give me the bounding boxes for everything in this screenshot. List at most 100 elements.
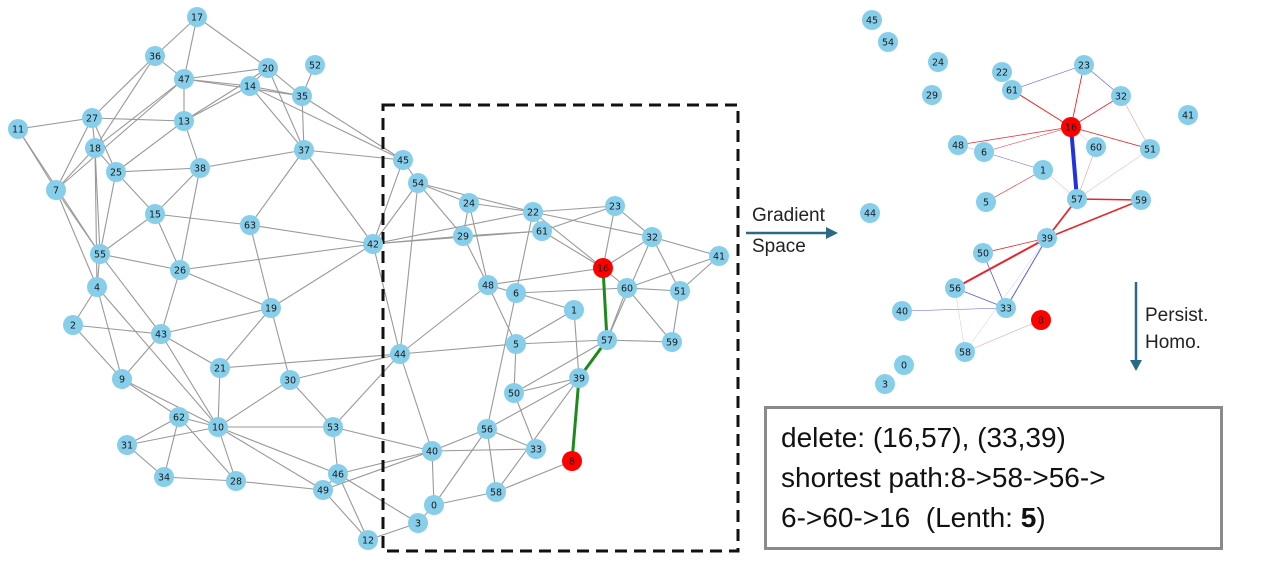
node-label: 53 xyxy=(327,423,339,434)
edge xyxy=(486,292,517,430)
node-label: 42 xyxy=(367,240,379,251)
node-circle xyxy=(169,407,189,427)
node-label: 57 xyxy=(601,336,613,347)
gradient-edge xyxy=(957,126,1072,146)
node-circle xyxy=(878,32,898,52)
graph-node: 36 xyxy=(145,46,165,66)
node-label: 13 xyxy=(178,117,190,128)
node-label: 1 xyxy=(1040,166,1046,177)
gradient-edge xyxy=(1070,64,1085,128)
node-circle xyxy=(174,69,194,89)
node-circle xyxy=(642,227,662,247)
graph-node: 51 xyxy=(670,281,690,301)
edge xyxy=(626,287,673,343)
edge xyxy=(322,489,369,541)
node-circle xyxy=(87,277,107,297)
graph-node: 37 xyxy=(294,140,314,160)
graph-node: 25 xyxy=(106,162,126,182)
gradient-label-line2: Space xyxy=(752,236,806,257)
node-label: 12 xyxy=(362,536,374,547)
node-label: 55 xyxy=(94,250,106,261)
node-circle xyxy=(1002,80,1022,100)
node-circle xyxy=(459,193,479,213)
node-circle xyxy=(974,142,994,162)
node-label: 54 xyxy=(882,38,894,49)
edge xyxy=(183,16,198,80)
edge xyxy=(267,67,305,151)
node-circle xyxy=(154,467,174,487)
graph-node: 44 xyxy=(860,203,880,223)
graph-node: 42 xyxy=(363,234,383,254)
edge xyxy=(651,236,720,257)
node-label: 41 xyxy=(713,252,725,263)
node-label: 58 xyxy=(959,348,971,359)
node-label: 48 xyxy=(482,281,494,292)
graph-node: 29 xyxy=(453,226,473,246)
node-label: 24 xyxy=(463,199,475,210)
node-circle xyxy=(226,471,246,491)
edge xyxy=(154,167,201,215)
graph-node: 40 xyxy=(892,301,912,321)
node-label: 20 xyxy=(262,64,274,75)
node-label: 8 xyxy=(569,457,575,468)
gradient-edge xyxy=(964,319,1042,353)
graph-node: 56 xyxy=(945,278,965,298)
node-circle xyxy=(875,374,895,394)
node-circle xyxy=(709,246,729,266)
node-label: 61 xyxy=(536,227,548,238)
node-label: 26 xyxy=(174,266,186,277)
edge xyxy=(541,205,616,232)
node-circle xyxy=(564,300,584,320)
node-circle xyxy=(151,324,171,344)
node-label: 43 xyxy=(155,330,167,341)
result-close-paren: ) xyxy=(1036,502,1046,533)
node-circle xyxy=(862,10,882,30)
edge xyxy=(515,309,575,345)
edge xyxy=(183,67,269,122)
graph-node: 5 xyxy=(976,192,996,212)
graph-node: 39 xyxy=(1037,228,1057,248)
edge xyxy=(96,286,219,428)
edge xyxy=(160,307,272,335)
node-circle xyxy=(1140,139,1160,159)
node-label: 52 xyxy=(309,61,321,72)
edge xyxy=(337,473,419,524)
edge xyxy=(515,211,534,294)
node-circle xyxy=(187,7,207,27)
node-circle xyxy=(1086,137,1106,157)
graph-node: 32 xyxy=(642,227,662,247)
node-label: 33 xyxy=(530,445,542,456)
graph-node: 1 xyxy=(564,300,584,320)
result-length-value: 5 xyxy=(1020,502,1037,533)
edge xyxy=(249,85,404,161)
node-label: 49 xyxy=(317,486,329,497)
edge xyxy=(487,267,604,286)
edge xyxy=(163,416,180,478)
edge xyxy=(163,476,237,482)
node-label: 0 xyxy=(431,501,437,512)
graph-node: 50 xyxy=(504,383,524,403)
edge xyxy=(183,67,269,80)
edge xyxy=(126,426,219,446)
edge xyxy=(602,205,616,269)
edge xyxy=(217,426,339,475)
node-circle xyxy=(393,150,413,170)
graph-node: 50 xyxy=(973,243,993,263)
gradient-space-arrow xyxy=(746,227,838,239)
graph-node: 41 xyxy=(709,246,729,266)
edge xyxy=(55,117,93,191)
node-circle xyxy=(477,419,497,439)
node-label: 34 xyxy=(158,473,170,484)
node-circle xyxy=(1061,117,1081,137)
edge xyxy=(178,416,237,482)
persist-label-line1: Persist. xyxy=(1145,305,1208,326)
node-label: 41 xyxy=(1182,111,1194,122)
node-label: 7 xyxy=(53,186,59,197)
node-label: 50 xyxy=(977,249,989,260)
node-label: 39 xyxy=(1041,234,1053,245)
node-label: 33 xyxy=(1000,304,1012,315)
node-label: 25 xyxy=(110,168,122,179)
node-label: 2 xyxy=(70,321,76,332)
node-circle xyxy=(422,441,442,461)
graph-node: 23 xyxy=(605,196,625,216)
